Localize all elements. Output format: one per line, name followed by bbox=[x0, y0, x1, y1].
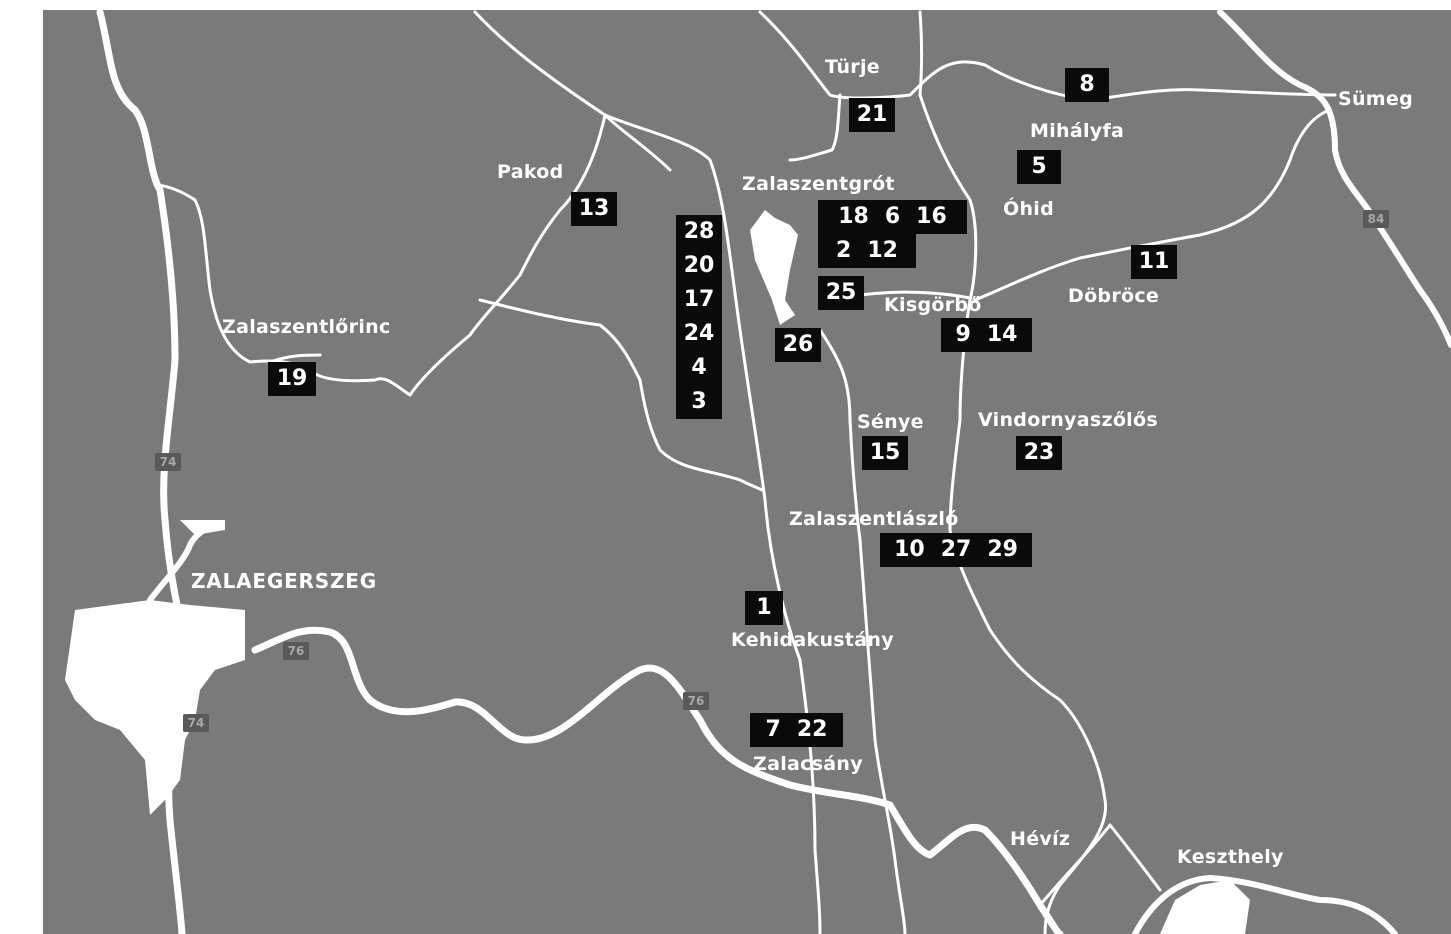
place-label-zalaegerszeg: ZALAEGERSZEG bbox=[191, 569, 377, 593]
marker-number: 16 bbox=[916, 204, 947, 229]
place-label-dobroce: Döbröce bbox=[1068, 285, 1160, 307]
marker-number: 18 bbox=[838, 204, 869, 229]
road-shield-76: 76 bbox=[283, 642, 309, 660]
marker-number: 10 bbox=[894, 537, 925, 562]
road-shield-74-south: 74 bbox=[183, 714, 209, 732]
road-shield-84: 84 bbox=[1363, 210, 1389, 228]
marker-18-6-16[interactable]: 18 6 16 bbox=[818, 200, 967, 234]
place-label-senye: Sénye bbox=[857, 411, 924, 433]
marker-number: 1 bbox=[756, 595, 772, 620]
marker-number: 27 bbox=[940, 537, 972, 562]
road-shield-76-east: 76 bbox=[683, 692, 709, 710]
marker-9-14[interactable]: 9 14 bbox=[941, 318, 1032, 352]
marker-15[interactable]: 15 bbox=[862, 436, 908, 470]
marker-number: 6 bbox=[884, 204, 901, 229]
road-76 bbox=[251, 626, 1064, 934]
place-label-kisgorbo: Kisgörbő bbox=[884, 294, 982, 316]
marker-number: 15 bbox=[869, 440, 901, 465]
place-label-kehidakustany: Kehidakustány bbox=[731, 629, 894, 651]
place-label-sumeg: Sümeg bbox=[1338, 88, 1413, 110]
keszthely-town-shape bbox=[1160, 880, 1250, 934]
marker-7-22[interactable]: 7 22 bbox=[750, 713, 843, 747]
marker-number: 28 bbox=[683, 219, 715, 244]
marker-number: 14 bbox=[986, 322, 1018, 347]
place-label-heviz: Hévíz bbox=[1010, 828, 1071, 850]
road-74 bbox=[96, 8, 189, 934]
marker-number: 17 bbox=[683, 287, 715, 312]
marker-column-28-3[interactable]: 28 20 17 24 4 3 bbox=[676, 215, 722, 419]
place-label-keszthely: Keszthely bbox=[1177, 846, 1284, 868]
marker-number: 26 bbox=[782, 332, 814, 357]
marker-number: 8 bbox=[1079, 72, 1095, 97]
marker-10-27-29[interactable]: 10 27 29 bbox=[880, 533, 1032, 567]
marker-19[interactable]: 19 bbox=[268, 362, 316, 396]
marker-number: 29 bbox=[987, 537, 1018, 562]
marker-25[interactable]: 25 bbox=[818, 276, 864, 310]
place-label-zalaszentgrot: Zalaszentgrót bbox=[742, 173, 895, 195]
marker-number: 19 bbox=[276, 366, 308, 391]
place-label-mihalyfa: Mihályfa bbox=[1030, 120, 1125, 142]
marker-number: 2 bbox=[836, 238, 852, 263]
map-background bbox=[43, 10, 1451, 934]
marker-5[interactable]: 5 bbox=[1017, 150, 1061, 184]
marker-number: 4 bbox=[691, 355, 707, 380]
marker-23[interactable]: 23 bbox=[1016, 436, 1062, 470]
marker-1[interactable]: 1 bbox=[745, 591, 783, 625]
marker-13[interactable]: 13 bbox=[571, 192, 617, 226]
zalaegerszeg-city-shape bbox=[65, 600, 245, 815]
place-label-turje: Türje bbox=[825, 56, 880, 78]
marker-21[interactable]: 21 bbox=[849, 98, 895, 132]
marker-number: 22 bbox=[796, 717, 828, 742]
place-label-ohid: Óhid bbox=[1003, 198, 1054, 220]
marker-8[interactable]: 8 bbox=[1065, 68, 1109, 102]
marker-number: 12 bbox=[867, 238, 898, 263]
marker-number: 24 bbox=[683, 321, 715, 346]
marker-number: 3 bbox=[691, 389, 707, 414]
marker-number: 11 bbox=[1138, 249, 1170, 274]
marker-number: 13 bbox=[578, 196, 610, 221]
marker-number: 25 bbox=[825, 280, 857, 305]
place-label-pakod: Pakod bbox=[497, 161, 564, 183]
marker-number: 23 bbox=[1023, 440, 1055, 465]
road-shield-74: 74 bbox=[155, 453, 181, 471]
marker-26[interactable]: 26 bbox=[775, 328, 821, 362]
marker-2-12[interactable]: 2 12 bbox=[818, 234, 916, 268]
marker-number: 7 bbox=[765, 717, 781, 742]
marker-number: 9 bbox=[955, 322, 971, 347]
marker-number: 20 bbox=[683, 253, 715, 278]
marker-number: 5 bbox=[1031, 154, 1047, 179]
road-keszthely bbox=[1132, 875, 1398, 934]
place-label-zalaszentlaszlo: Zalaszentlászló bbox=[789, 508, 959, 530]
zalaegerszeg-north-spur bbox=[180, 520, 225, 535]
road-84 bbox=[1217, 9, 1451, 348]
marker-number: 21 bbox=[856, 102, 888, 127]
marker-11[interactable]: 11 bbox=[1131, 245, 1177, 279]
place-label-zalacsany: Zalacsány bbox=[753, 753, 863, 775]
place-label-zalaszentlorinc: Zalaszentlőrinc bbox=[222, 316, 391, 338]
zalaszentgrot-town-shape bbox=[750, 210, 798, 325]
place-label-vindornyaszolos: Vindornyaszőlős bbox=[978, 409, 1158, 431]
